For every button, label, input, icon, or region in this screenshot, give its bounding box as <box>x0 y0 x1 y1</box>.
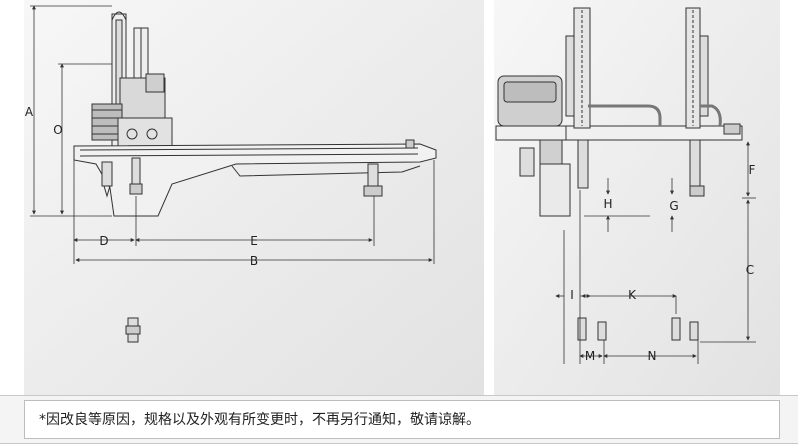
footnote-box: *因改良等原因，规格以及外观有所变更时，不再另行通知，敬请谅解。 <box>24 400 780 439</box>
dim-label-k: K <box>628 288 637 302</box>
footnote-bar: *因改良等原因，规格以及外观有所变更时，不再另行通知，敬请谅解。 <box>0 395 798 444</box>
dim-label-f: F <box>749 163 756 177</box>
dim-label-d: D <box>99 234 108 248</box>
dim-label-g: G <box>669 199 678 213</box>
dim-label-a: A <box>25 105 34 119</box>
dim-label-o: O <box>53 123 62 137</box>
dim-label-e: E <box>250 234 258 248</box>
footnote-text: *因改良等原因，规格以及外观有所变更时，不再另行通知，敬请谅解。 <box>39 412 480 428</box>
dim-label-c: C <box>746 263 754 277</box>
dim-label-n: N <box>648 349 657 363</box>
technical-drawing: A O D E B <box>24 0 780 395</box>
side-view <box>73 11 437 343</box>
dim-label-h: H <box>603 197 612 211</box>
dim-label-i: I <box>570 288 574 302</box>
front-view <box>495 7 743 341</box>
dim-label-b: B <box>250 254 258 268</box>
dim-label-m: M <box>585 349 595 363</box>
